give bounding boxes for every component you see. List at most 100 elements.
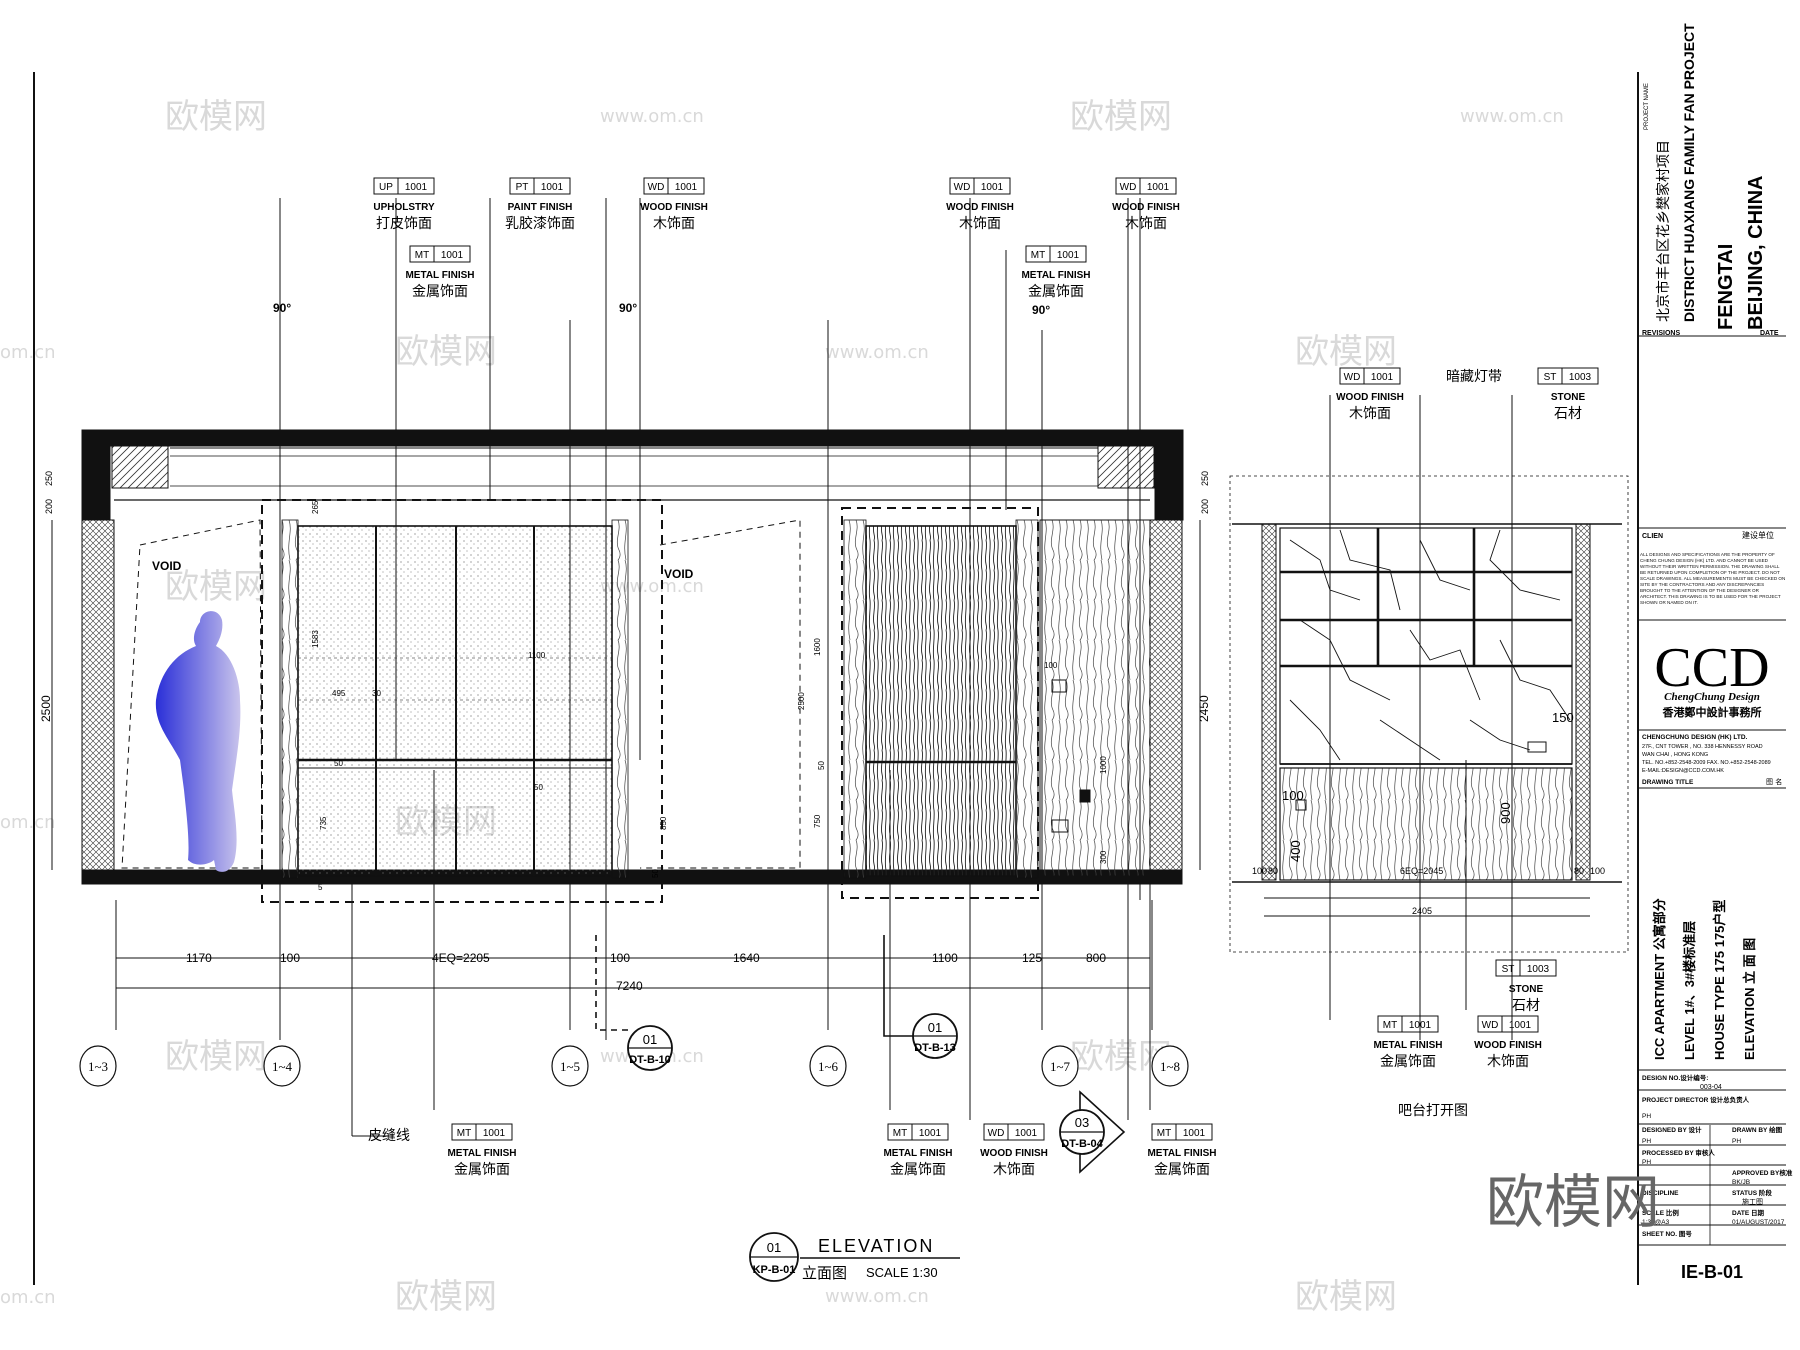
dim-label: 850 [659, 816, 668, 830]
date-cn: DATE 日期 [1732, 1208, 1765, 1217]
bar-title: 吧台打开图 [1398, 1102, 1468, 1119]
tag-number: 1001 [981, 182, 1004, 193]
dim-label: 150 [1552, 710, 1574, 725]
tag-number: 1001 [1015, 1128, 1038, 1139]
tag-en: WOOD FINISH [1336, 392, 1404, 403]
tag-number: 1001 [675, 182, 698, 193]
dim-label: 100 [1282, 788, 1304, 803]
dim-total: 7240 [616, 979, 643, 993]
address-1: 27F., CNT TOWER , NO. 338 HENNESSY ROAD [1642, 744, 1763, 750]
angle-label: 90° [619, 301, 637, 315]
location-1: FENGTAI [1715, 244, 1737, 330]
dim-label: 100 [1590, 866, 1605, 876]
dim-label: 6EQ=2045 [1400, 866, 1443, 876]
title-ref: KP-B-01 [753, 1264, 796, 1276]
tag-number: 1001 [1147, 182, 1170, 193]
drawing-title-cn: 图 名 [1766, 777, 1782, 786]
grid-ref-bubble: 1~7 [1041, 1045, 1079, 1087]
tag-code: WD [954, 182, 971, 193]
dim-label: 80 [1268, 866, 1278, 876]
title-line: ICC APARTMENT 公寓部分 [1652, 898, 1667, 1060]
project-director: PROJECT DIRECTOR 设计总负责人 [1642, 1095, 1750, 1104]
client-en: CLIEN [1642, 533, 1663, 540]
revisions-label: REVISIONS [1642, 330, 1680, 337]
watermark-logo: 欧模网 [165, 567, 267, 607]
dim-label: 50 [817, 761, 826, 770]
callout-num: 01 [643, 1032, 657, 1047]
discipline: DISCIPLINE [1642, 1190, 1679, 1197]
tag-cn: 木饰面 [653, 216, 695, 232]
sheet-no: IE-B-01 [1681, 1262, 1743, 1282]
tag-en: WOOD FINISH [946, 202, 1014, 213]
watermark-url: www.om.cn [600, 106, 704, 127]
grid-ref-bubble: 1~6 [809, 1045, 847, 1087]
tag-number: 1001 [1509, 1020, 1532, 1031]
callout-ref: DT-B-13 [914, 1042, 956, 1054]
callout-ref: DT-B-10 [629, 1054, 671, 1066]
dim-label: 30 [372, 689, 381, 698]
tag-en: METAL FINISH [1021, 270, 1090, 281]
dimension-labels: 1170 100 4EQ=2205 100 1640 1100 125 800 … [39, 471, 1211, 993]
inner-dimension-labels: 265 1583 1100 495 30 50 735 50 850 1600 … [311, 500, 1108, 892]
grid-ref-bubble: 1~4 [263, 1045, 301, 1087]
tag-number: 1001 [405, 182, 428, 193]
tag-code: ST [1544, 372, 1557, 383]
drawn-by: DRAWN BY 绘图 [1732, 1125, 1783, 1134]
tag-code: MT [1383, 1020, 1397, 1031]
dim-label: 2500 [39, 695, 53, 722]
tag-cn: 木饰面 [1487, 1054, 1529, 1070]
tag-code: WD [648, 182, 665, 193]
tag-number: 1001 [541, 182, 564, 193]
ph-value: PH [1642, 1159, 1651, 1166]
tag-cn: 金属饰面 [1154, 1162, 1210, 1178]
tag-cn: 乳胶漆饰面 [505, 215, 575, 232]
grid-ref-label: 1~4 [272, 1059, 293, 1074]
tag-cn: 金属饰面 [1028, 284, 1084, 300]
watermark-logo: 欧模网 [395, 332, 497, 372]
tag-cn: 打皮饰面 [376, 215, 432, 232]
leather-seam-label: 皮缝线 [368, 1128, 410, 1144]
dim-label: 2500 [797, 692, 806, 710]
grid-ref-label: 1~7 [1050, 1059, 1071, 1074]
project-cn: 北京市丰台区花乡樊家村项目 [1655, 140, 1672, 322]
dim-label: 2405 [1412, 906, 1432, 916]
title-line: HOUSE TYPE 175 175户型 [1712, 900, 1727, 1060]
company-name: CHENGCHUNG DESIGN (HK) LTD. [1642, 734, 1748, 741]
dim-label: 80 [1574, 866, 1584, 876]
tag-cn: 木饰面 [1125, 216, 1167, 232]
tag-cn: 金属饰面 [1380, 1054, 1436, 1070]
tag-code: MT [415, 250, 429, 261]
tag-number: 1001 [1183, 1128, 1206, 1139]
tag-number: 1003 [1527, 964, 1550, 975]
tag-code: WD [1120, 182, 1137, 193]
dim-label: 265 [311, 500, 320, 514]
design-no: 003-04 [1700, 1084, 1722, 1091]
tag-cn: 金属饰面 [412, 284, 468, 300]
void-label-right: VOID [664, 567, 694, 581]
date-value: 01/AUGUST/2017 [1732, 1219, 1785, 1226]
callout-num: 01 [928, 1020, 942, 1035]
big-watermark: 欧模网 [1486, 1168, 1660, 1236]
dim-label: 5 [318, 883, 323, 892]
date-label: DATE [1760, 330, 1779, 337]
drawing-title-mark: 01 KP-B-01 ELEVATION 立面图 SCALE 1:30 [749, 1232, 960, 1282]
design-no-label: DESIGN NO.设计编号: [1642, 1073, 1708, 1082]
detail-callout: 01 DT-B-10 [627, 1025, 673, 1071]
tag-cn: 石材 [1512, 998, 1540, 1014]
tag-en: METAL FINISH [405, 270, 474, 281]
main-elevation-labels: VOID VOID 90° 90° 90° [152, 301, 1050, 581]
watermark-logo: 欧模网 [1295, 1277, 1397, 1317]
